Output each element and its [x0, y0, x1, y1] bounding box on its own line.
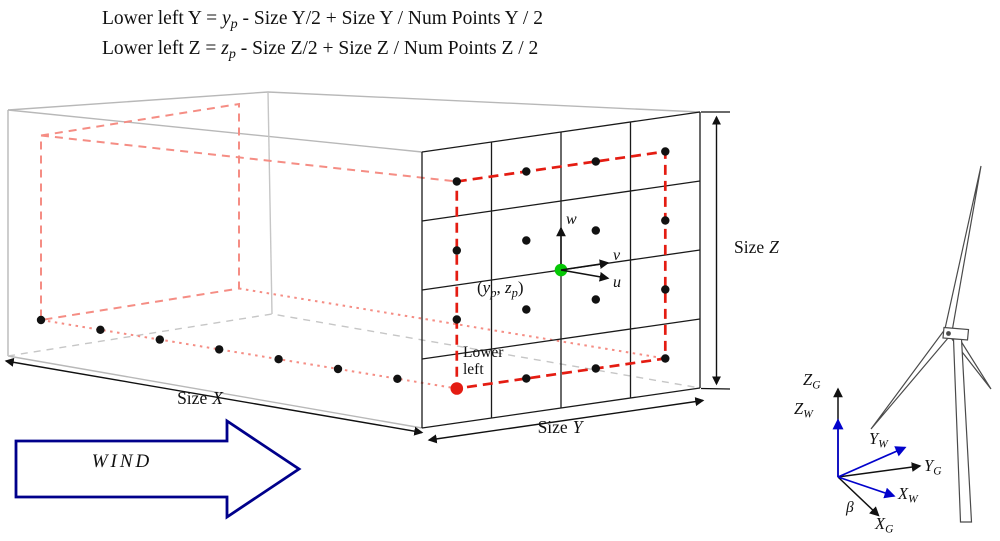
face-grid-points [452, 147, 670, 383]
formula-lower-left-z: Lower left Z = zp - Size Z/2 + Size Z / … [102, 38, 538, 62]
zg-axis-label: ZG [803, 370, 821, 392]
xw-axis-arrow [837, 476, 896, 499]
grid-point [452, 177, 461, 186]
box-hidden-edges [7, 313, 701, 389]
grid-point [522, 374, 531, 383]
formula-block: Lower left Y = yp - Size Y/2 + Size Y / … [102, 8, 543, 62]
beta-angle-label: β [845, 499, 854, 516]
grid-point [591, 364, 600, 373]
grid-point [661, 216, 670, 225]
grid-line [421, 111, 701, 153]
turbine-blade-up-icon [943, 165, 982, 336]
grid-point [333, 364, 343, 374]
turbine-nacelle [942, 326, 970, 341]
swept-grid-outline [40, 102, 666, 390]
grid-point [522, 167, 531, 176]
grid-point [96, 325, 105, 334]
size-x-arrow [4, 357, 424, 436]
grid-point [591, 295, 600, 304]
grid-point [522, 236, 531, 245]
turbine-blade-left-icon [870, 329, 950, 430]
grid-point [274, 355, 283, 364]
v-axis-arrow [560, 259, 610, 271]
grid-line [421, 180, 701, 222]
wind-label: WIND [92, 451, 153, 472]
grid-point [215, 345, 224, 354]
local-axes [556, 226, 610, 282]
sweep-edge-bottom-right [238, 287, 666, 360]
lower-left-grid-point [450, 382, 464, 395]
yg-axis-arrow [837, 462, 922, 478]
grid-point [452, 315, 461, 324]
grid-point [591, 157, 600, 166]
grid-point [661, 147, 670, 156]
box-top-edges [7, 91, 701, 113]
wind-arrow: WIND [14, 418, 302, 520]
yg-axis-label: YG [924, 456, 942, 478]
wind-arrow-shape [14, 418, 302, 520]
upwind-grid-outline [40, 102, 240, 322]
grid-point [591, 226, 600, 235]
lower-left-label: Lower left [463, 344, 504, 378]
grid-point [661, 285, 670, 294]
size-z-tick-bottom [700, 387, 731, 390]
coordinate-frames: ZG ZW YW YG XW XG β [794, 370, 942, 536]
grid-point [522, 305, 531, 314]
turbine-tower [952, 338, 973, 523]
wind-turbine [870, 165, 992, 523]
u-axis-label: u [613, 274, 621, 291]
size-y-arrow [427, 397, 705, 444]
probe-coordinates-label: (yp, zp) [477, 278, 524, 300]
turbine-hub [946, 331, 951, 336]
grid-point [661, 354, 670, 363]
grid-point [155, 335, 164, 344]
sweep-edge-top-left [40, 134, 457, 183]
grid-point [36, 315, 46, 325]
xg-axis-label: XG [874, 514, 894, 536]
wind-frame-arrows [832, 418, 907, 499]
sweep-grid-points [36, 315, 402, 383]
u-axis-arrow [560, 269, 610, 282]
zw-axis-label: ZW [794, 399, 814, 421]
lower-left-label-line1: Lower [463, 344, 504, 361]
v-axis-label: v [613, 247, 621, 264]
grid-point [393, 374, 402, 383]
w-axis-label: w [566, 211, 577, 228]
box-back-vertical-edge [267, 91, 273, 315]
yw-axis-label: YW [869, 429, 889, 451]
grid-point [452, 246, 461, 255]
yw-axis-arrow [837, 446, 907, 478]
formula-lower-left-y: Lower left Y = yp - Size Y/2 + Size Y / … [102, 8, 543, 32]
lower-left-label-line2: left [463, 361, 484, 378]
xw-axis-label: XW [897, 484, 919, 506]
grid-line [421, 318, 701, 360]
xg-axis-arrow [837, 476, 880, 517]
box-top-left-edge [7, 109, 423, 153]
